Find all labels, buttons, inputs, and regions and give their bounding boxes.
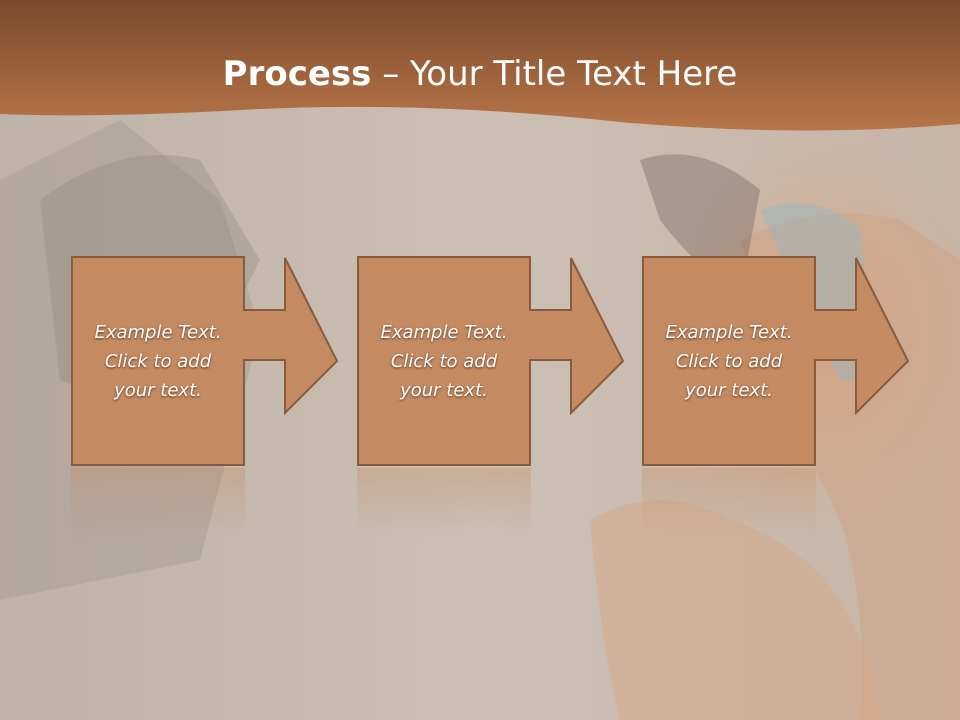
title-separator: – xyxy=(371,54,411,94)
title-banner xyxy=(0,0,960,131)
slide-title[interactable]: Process – Your Title Text Here xyxy=(0,52,960,96)
process-step-3[interactable]: Example Text. Click to add your text. xyxy=(642,256,910,466)
step-reflection xyxy=(357,468,531,538)
step-text: Example Text. Click to add your text. xyxy=(665,321,793,401)
process-step-2[interactable]: Example Text. Click to add your text. xyxy=(357,256,625,466)
step-text: Example Text. Click to add your text. xyxy=(380,321,508,401)
step-reflection xyxy=(642,468,816,538)
title-rest: Your Title Text Here xyxy=(410,54,738,94)
process-step-1[interactable]: Example Text. Click to add your text. xyxy=(71,256,339,466)
step-reflection xyxy=(71,468,245,538)
arrow-box-shape xyxy=(357,256,625,466)
arrow-box-shape xyxy=(71,256,339,466)
step-text: Example Text. Click to add your text. xyxy=(94,321,222,401)
arrow-box-shape xyxy=(642,256,910,466)
title-bold: Process xyxy=(222,54,372,94)
